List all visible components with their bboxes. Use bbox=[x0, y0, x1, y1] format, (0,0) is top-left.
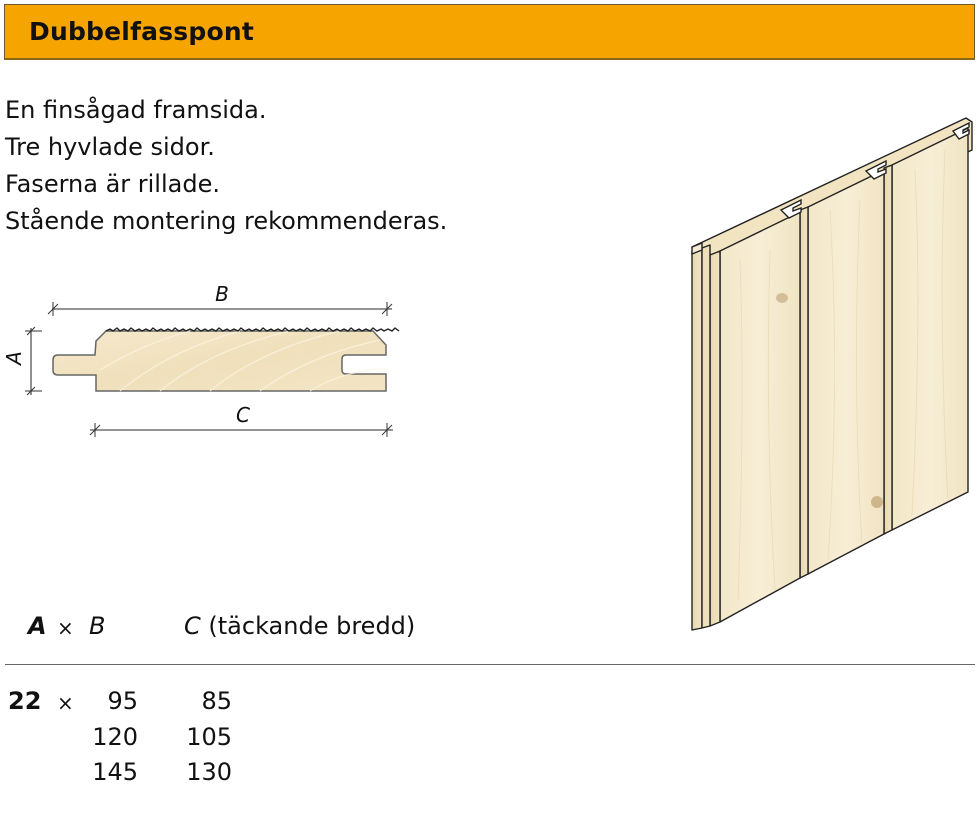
dimension-a-label: A bbox=[2, 351, 26, 367]
profile-cross-section-diagram: B A C bbox=[2, 282, 400, 437]
page-title: Dubbelfasspont bbox=[29, 17, 254, 46]
header-a-label: A bbox=[28, 612, 47, 640]
description-line: Tre hyvlade sidor. bbox=[5, 133, 215, 161]
table-header-b: B bbox=[89, 612, 106, 640]
dimension-b-label: B bbox=[215, 282, 229, 306]
header-c-note: (täckande bredd) bbox=[208, 612, 416, 640]
table-cell-b: 120 bbox=[92, 723, 138, 751]
table-header-c: C (täckande bredd) bbox=[184, 612, 415, 640]
table-cell-b: 95 bbox=[107, 687, 138, 715]
table-cell-c: 85 bbox=[201, 687, 232, 715]
table-header-times: × bbox=[57, 616, 74, 640]
table-header-a: A bbox=[28, 612, 47, 640]
description-line: Stående montering rekommenderas. bbox=[5, 207, 448, 235]
dimension-c-label: C bbox=[236, 403, 250, 427]
table-cell-b: 145 bbox=[92, 758, 138, 786]
description-line: Faserna är rillade. bbox=[5, 170, 220, 198]
table-cell-a: 22 bbox=[8, 687, 42, 715]
table-cell-c: 105 bbox=[186, 723, 232, 751]
header-c-label: C bbox=[184, 612, 201, 640]
title-bar: Dubbelfasspont bbox=[4, 4, 975, 60]
description-line: En finsågad framsida. bbox=[5, 96, 267, 124]
table-divider bbox=[5, 664, 975, 665]
table-cell-times: × bbox=[57, 691, 74, 715]
table-cell-c: 130 bbox=[186, 758, 232, 786]
description: En finsågad framsida. Tre hyvlade sidor.… bbox=[5, 92, 447, 240]
panel-3d-illustration bbox=[691, 117, 973, 631]
